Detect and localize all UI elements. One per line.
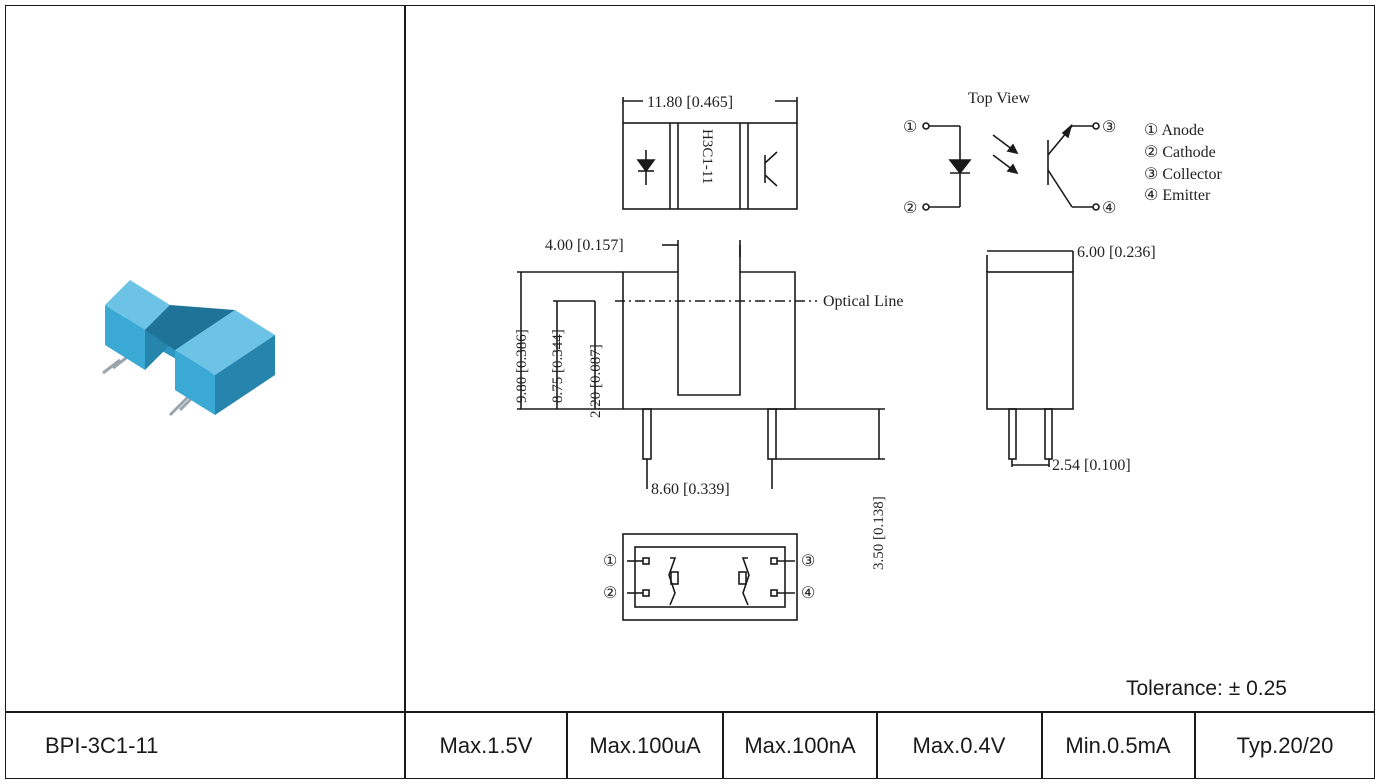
schematic-pin-4: ④ — [1102, 200, 1116, 217]
spec-saturation-voltage: Max.0.4V — [913, 733, 1006, 758]
top-view-label: Top View — [968, 90, 1031, 107]
side-view-drawing — [986, 250, 1074, 467]
side-width-label: 6.00 [0.236] — [1077, 244, 1156, 261]
schematic-symbol — [922, 122, 1100, 211]
height-total-label: 9.80 [0.386] — [514, 329, 530, 403]
slot-dimension-label: 4.00 [0.157] — [545, 237, 624, 254]
top-dimension-label: 11.80 [0.465] — [647, 94, 733, 111]
footprint-pin-4: ④ — [801, 585, 815, 602]
height-low-label: 2.20 [0.087] — [588, 344, 604, 418]
top-body-drawing — [622, 97, 798, 210]
footprint-pin-3: ③ — [801, 553, 815, 570]
legend-cathode: ② Cathode — [1144, 144, 1216, 161]
legend-emitter: ④ Emitter — [1144, 187, 1211, 204]
schematic-pin-2: ② — [903, 200, 917, 217]
datasheet-sheet: 11.80 [0.465] H3C1-11 Top View ① ② ③ ④ ①… — [5, 5, 1375, 779]
tolerance-note: Tolerance: ± 0.25 — [1126, 677, 1287, 700]
optical-line-label: Optical Line — [823, 293, 903, 310]
schematic-pin-1: ① — [903, 119, 917, 136]
spec-forward-voltage: Max.1.5V — [440, 733, 533, 758]
pin-length-label: 3.50 [0.138] — [871, 496, 887, 570]
legend-collector: ③ Collector — [1144, 166, 1223, 183]
spec-reverse-current: Max.100uA — [589, 733, 701, 758]
legend-anode: ① Anode — [1144, 122, 1204, 139]
footprint-pin-2: ② — [603, 585, 617, 602]
schematic-pin-3: ③ — [1102, 119, 1116, 136]
spec-response-time: Typ.20/20 — [1237, 733, 1334, 758]
body-marking: H3C1-11 — [699, 129, 715, 184]
footprint-drawing — [622, 533, 798, 621]
component-photo — [102, 280, 275, 417]
part-number: BPI-3C1-11 — [45, 733, 158, 758]
spec-on-current: Min.0.5mA — [1065, 733, 1170, 758]
spec-dark-current: Max.100nA — [744, 733, 856, 758]
pin-spacing-label: 8.60 [0.339] — [651, 481, 730, 498]
front-view-drawing — [517, 240, 885, 489]
side-pitch-label: 2.54 [0.100] — [1052, 457, 1131, 474]
footprint-pin-1: ① — [603, 553, 617, 570]
height-optical-label: 8.75 [0.344] — [550, 329, 566, 403]
table-frame — [5, 5, 1375, 779]
